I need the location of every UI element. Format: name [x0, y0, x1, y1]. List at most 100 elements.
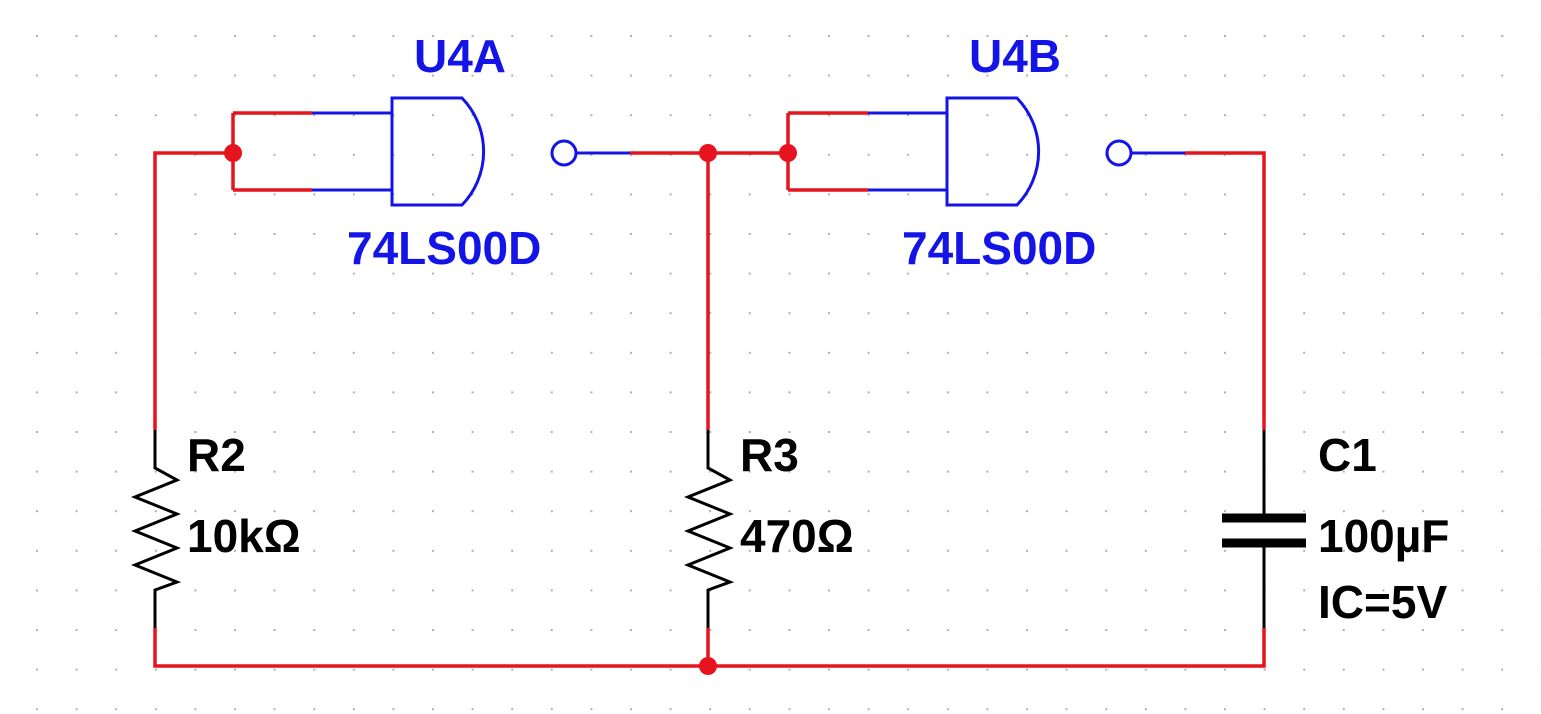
grid-dot	[1382, 708, 1385, 711]
grid-dot	[1144, 74, 1147, 77]
grid-dot	[392, 708, 395, 711]
grid-dot	[748, 35, 751, 37]
grid-dot	[748, 431, 751, 433]
grid-dot	[1501, 510, 1504, 513]
grid-dot	[867, 35, 870, 37]
grid-dot	[36, 153, 38, 156]
grid-dot	[669, 629, 672, 631]
grid-dot	[788, 431, 791, 433]
grid-dot	[1065, 470, 1068, 473]
grid-dot	[1105, 114, 1108, 117]
grid-dot	[1422, 114, 1424, 117]
grid-dot	[1422, 510, 1424, 513]
grid-dot	[313, 708, 316, 711]
grid-dot	[75, 708, 78, 711]
grid-dot	[1144, 470, 1147, 473]
grid-dot	[75, 351, 78, 354]
grid-dot	[352, 153, 355, 156]
grid-dot	[1026, 589, 1028, 592]
resistor-r3[interactable]	[684, 430, 735, 628]
grid-dot	[36, 589, 38, 592]
grid-dot	[234, 272, 236, 275]
grid-dot	[1501, 351, 1504, 354]
grid-dot	[1224, 193, 1226, 196]
grid-dot	[1026, 431, 1028, 433]
grid-dot	[1422, 74, 1424, 77]
grid-dot	[352, 629, 355, 631]
grid-dot	[748, 668, 751, 671]
grid-dot	[234, 193, 236, 196]
grid-dot	[867, 193, 870, 196]
grid-dot	[352, 708, 355, 711]
grid-dot	[1422, 431, 1424, 433]
grid-dot	[1422, 351, 1424, 354]
grid-dot	[828, 391, 830, 394]
grid-dot	[432, 589, 434, 592]
grid-dot	[828, 351, 830, 354]
grid-dot	[1501, 74, 1504, 77]
grid-dot	[1224, 549, 1226, 552]
nand-gate-u4b[interactable]	[868, 96, 1185, 207]
grid-dot	[1461, 431, 1464, 433]
grid-dot	[471, 629, 474, 631]
grid-dot	[234, 589, 236, 592]
grid-dot	[828, 510, 830, 513]
grid-dot	[75, 549, 78, 552]
grid-dot	[1342, 351, 1345, 354]
grid-dot	[511, 153, 514, 156]
grid-dot	[392, 272, 395, 275]
grid-dot	[630, 629, 632, 631]
capacitor-c1[interactable]	[1222, 430, 1306, 628]
grid-dot	[946, 549, 949, 552]
grid-dot	[511, 589, 514, 592]
grid-dot	[471, 193, 474, 196]
grid-dot	[313, 272, 316, 275]
grid-dot	[511, 193, 514, 196]
grid-dot	[1263, 114, 1266, 117]
grid-dot	[669, 193, 672, 196]
grid-dot	[1382, 391, 1385, 394]
grid-dot	[709, 431, 712, 433]
grid-dot	[75, 114, 78, 117]
grid-dot	[1501, 668, 1504, 671]
grid-dot	[1224, 153, 1226, 156]
grid-dot	[748, 629, 751, 631]
grid-dot	[946, 470, 949, 473]
grid-dot	[1501, 470, 1504, 473]
grid-dot	[352, 431, 355, 433]
grid-dot	[590, 391, 593, 394]
grid-dot	[1184, 629, 1187, 631]
grid-dot	[75, 153, 78, 156]
grid-dot	[630, 510, 632, 513]
nand-gate-u4a[interactable]	[312, 96, 630, 207]
grid-dot	[432, 153, 434, 156]
grid-dot	[1184, 549, 1187, 552]
grid-dot	[828, 272, 830, 275]
grid-dot	[194, 74, 197, 77]
grid-dot	[590, 114, 593, 117]
grid-dot	[1026, 708, 1028, 711]
grid-dot	[471, 233, 474, 235]
resistor-r2[interactable]	[131, 430, 182, 628]
grid-dot	[1303, 74, 1306, 77]
grid-dot	[1461, 74, 1464, 77]
grid-dot	[313, 114, 316, 117]
grid-dot	[234, 312, 236, 315]
junctions	[224, 144, 797, 675]
grid-dot	[352, 114, 355, 117]
grid-dot	[946, 74, 949, 77]
grid-dot	[788, 312, 791, 315]
grid-dot	[828, 153, 830, 156]
grid-dot	[75, 312, 78, 315]
wire-left-top	[153, 151, 233, 430]
grid-dot	[432, 114, 434, 117]
grid-dot	[828, 668, 830, 671]
grid-dot	[867, 153, 870, 156]
grid-dot	[352, 510, 355, 513]
grid-dot	[194, 272, 197, 275]
grid-dot	[1065, 589, 1068, 592]
grid-dot	[1184, 391, 1187, 394]
grid-dot	[154, 549, 157, 552]
grid-dot	[1065, 351, 1068, 354]
